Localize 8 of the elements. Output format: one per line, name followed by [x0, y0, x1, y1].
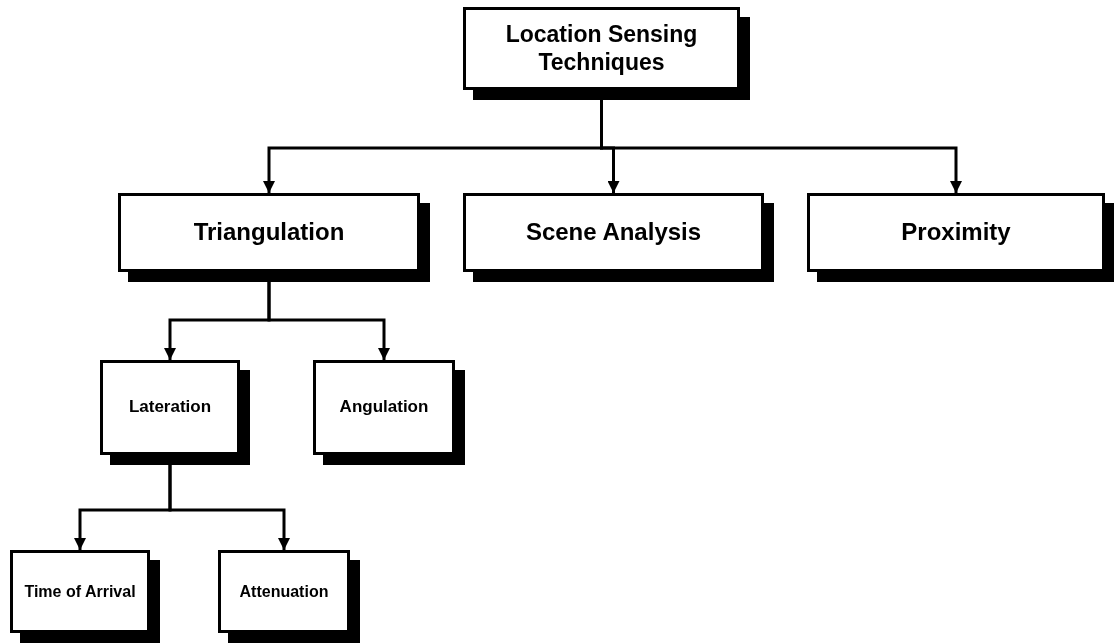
box-label: Angulation	[339, 397, 429, 418]
box-label: Lateration	[128, 397, 212, 418]
box-label: Proximity	[901, 218, 1011, 247]
box-label: Triangulation	[193, 218, 345, 247]
box-label: Location Sensing Techniques	[504, 20, 699, 77]
box-label: Scene Analysis	[525, 218, 702, 247]
box-label: Attenuation	[239, 581, 329, 602]
box-label: Time of Arrival	[24, 581, 136, 602]
